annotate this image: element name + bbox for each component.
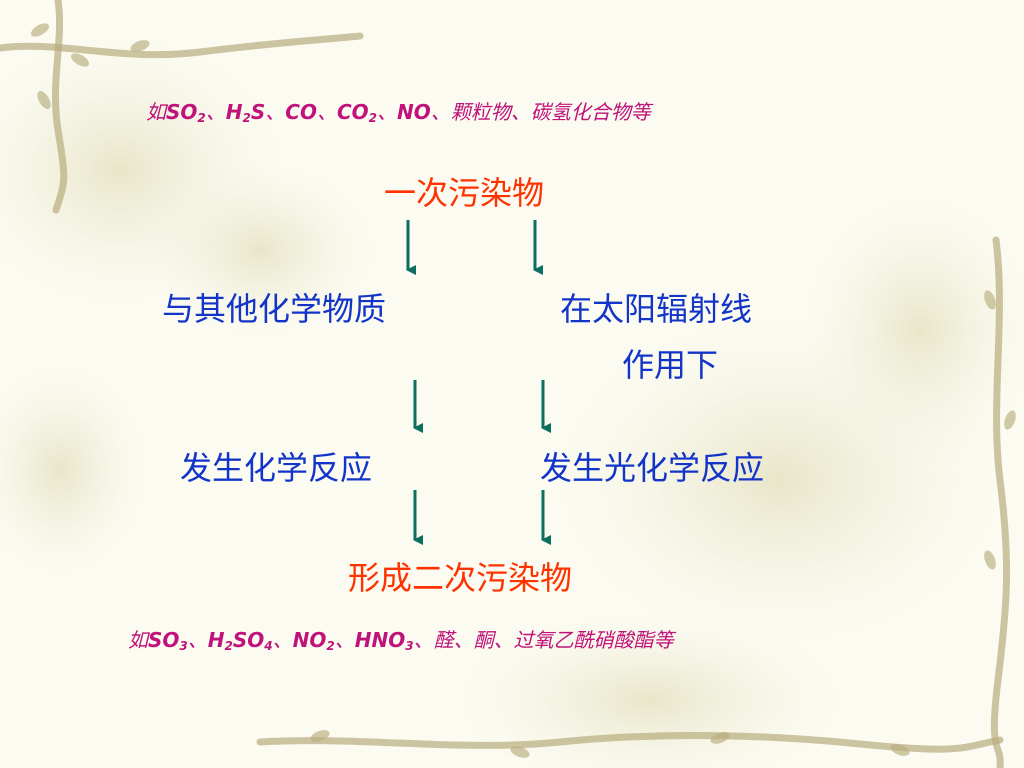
- right-reaction-text: 发生光化学反应: [540, 449, 765, 487]
- prefix-text: 如: [146, 100, 166, 124]
- subscript: 4: [264, 639, 273, 653]
- formula-co: CO: [285, 100, 317, 124]
- right-condition-line2: 作用下: [622, 346, 719, 384]
- subscript: 2: [197, 111, 206, 125]
- formula-hno3: HNO: [354, 628, 406, 652]
- right-condition-line1: 在太阳辐射线: [560, 290, 753, 328]
- formula-so2: SO: [166, 100, 198, 124]
- examples-tail: 醛、酮、过氧乙酰硝酸酯等: [433, 628, 674, 652]
- separator: 、: [187, 628, 208, 652]
- formula-co2: CO: [336, 100, 369, 124]
- separator: 、: [265, 100, 286, 124]
- secondary-pollutants-title: 形成二次污染物: [348, 559, 573, 597]
- left-condition-text: 与其他化学物质: [162, 290, 387, 328]
- subscript: 3: [179, 639, 188, 653]
- subscript: 3: [405, 639, 414, 653]
- formula-no: NO: [397, 100, 431, 124]
- separator: 、: [430, 100, 451, 124]
- secondary-examples: 如SO3、H2SO4、NO2、HNO3、醛、酮、过氧乙酰硝酸酯等: [128, 624, 674, 653]
- left-reaction-text: 发生化学反应: [180, 449, 373, 487]
- separator: 、: [272, 628, 293, 652]
- separator: 、: [316, 100, 337, 124]
- subscript: 2: [326, 639, 335, 653]
- subscript: 2: [368, 111, 378, 125]
- separator: 、: [334, 628, 355, 652]
- formula-h2so4: H: [207, 628, 225, 652]
- formula-so3: SO: [148, 628, 180, 652]
- examples-tail: 颗粒物、碳氢化合物等: [450, 100, 651, 124]
- primary-pollutants-title: 一次污染物: [384, 174, 545, 212]
- separator: 、: [205, 100, 226, 124]
- prefix-text: 如: [128, 628, 148, 652]
- subscript: 2: [224, 639, 233, 653]
- subscript: 2: [242, 111, 251, 125]
- formula-h2s: H: [225, 100, 243, 124]
- separator: 、: [413, 628, 434, 652]
- separator: 、: [377, 100, 398, 124]
- formula-h2so4-so: SO: [232, 628, 265, 652]
- formula-no2: NO: [292, 628, 327, 652]
- formula-h2s-s: S: [250, 100, 266, 124]
- primary-examples: 如SO2、H2S、CO、CO2、NO、颗粒物、碳氢化合物等: [146, 96, 651, 125]
